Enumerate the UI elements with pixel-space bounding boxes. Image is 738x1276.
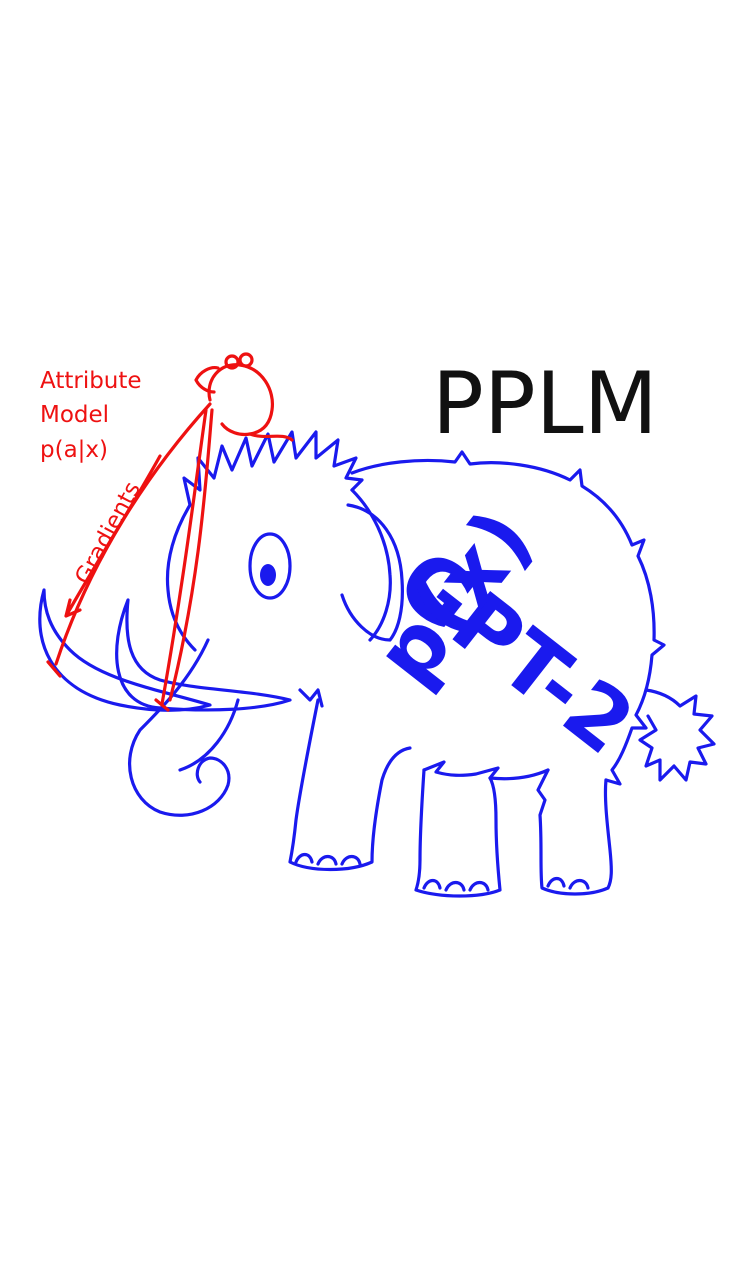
mouse-head (194, 366, 220, 394)
mammoth-ear (340, 503, 404, 642)
mouse-ear-left (224, 354, 240, 370)
mammoth-back-outline (350, 450, 666, 786)
arrow-left-icon (64, 454, 162, 618)
mammoth-toes-middle (422, 878, 490, 892)
rein-right (168, 408, 214, 702)
mammoth-tail (638, 688, 716, 782)
mammoth-rear-leg (536, 768, 613, 896)
mammoth-toes-front (294, 852, 362, 866)
attribute-label-line1: Attribute (40, 368, 142, 394)
attribute-label-line3: p(a|x) (40, 437, 108, 463)
mouse-body (207, 363, 275, 437)
mammoth-belly (422, 760, 550, 781)
rein-center (160, 408, 208, 706)
mammoth-eye-pupil (260, 564, 276, 586)
mammoth-chest-fur (298, 688, 324, 708)
mammoth-toes-rear (546, 876, 590, 890)
mouse-tail (248, 432, 294, 442)
mammoth-eye-outline (248, 532, 292, 600)
attribute-model (46, 352, 294, 712)
mammoth-icon: GPT-2 p(x) (38, 430, 716, 898)
mammoth-trunk (128, 638, 240, 817)
mammoth-middle-leg (414, 768, 502, 898)
mammoth-front-tusk (115, 598, 292, 712)
mammoth-head-fur (182, 430, 364, 507)
attribute-label-line2: Model (40, 402, 109, 428)
mammoth-head-outline (165, 488, 392, 652)
diagram-title: PPLM (432, 354, 658, 454)
mouse-icon (194, 352, 294, 442)
rein-tie-left (46, 660, 62, 678)
mouse-ear-right (238, 352, 254, 368)
rein-tie-right (154, 698, 170, 712)
mammoth-front-leg (288, 698, 412, 872)
gradients-label: Gradients (70, 478, 146, 589)
